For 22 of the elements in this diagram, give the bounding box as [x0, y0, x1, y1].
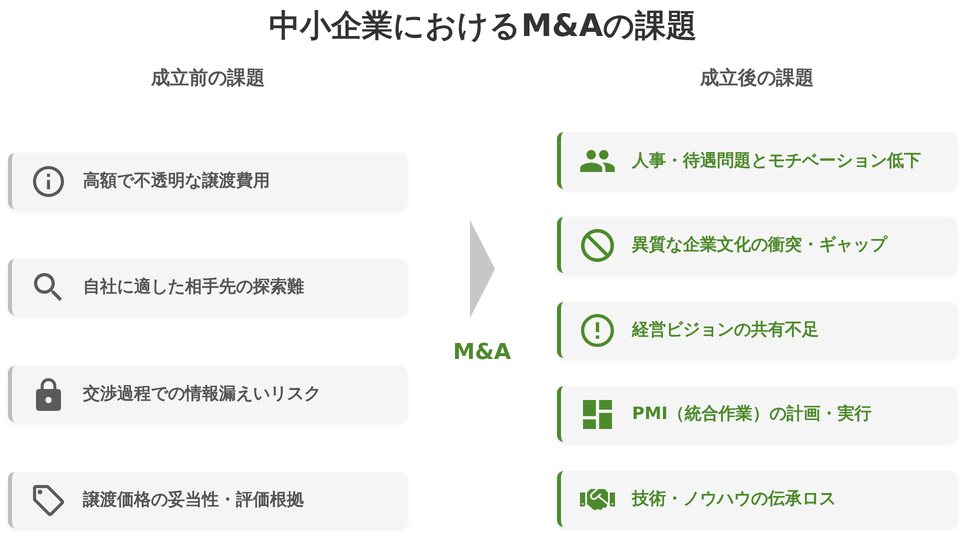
card-text: PMI（統合作業）の計画・実行 — [632, 403, 872, 426]
card-text: 高額で不透明な譲渡費用 — [83, 170, 270, 193]
issue-card — [8, 153, 407, 209]
column-heading: 成立後の課題 — [700, 66, 814, 91]
card-text: 経営ビジョンの共有不足 — [632, 319, 819, 342]
card-text: 譲渡価格の妥当性・評価根拠 — [83, 489, 304, 512]
title: 中小企業におけるM&Aの課題 — [269, 7, 697, 46]
card-text: 自社に適した相手先の探索難 — [83, 276, 304, 299]
issue-card — [8, 366, 407, 422]
issue-card — [557, 471, 957, 527]
card-text: 技術・ノウハウの伝承ロス — [632, 488, 836, 511]
card-text: 交渉過程での情報漏えいリスク — [83, 383, 321, 406]
card-text: 異質な企業文化の衝突・ギャップ — [632, 234, 887, 257]
issue-card — [557, 132, 957, 189]
card-text: 人事・待遇問題とモチベーション低下 — [632, 150, 921, 172]
column-heading: 成立前の課題 — [151, 66, 265, 91]
issue-card — [8, 472, 407, 528]
issue-card — [8, 259, 407, 315]
issue-card — [557, 386, 957, 442]
issue-card — [557, 217, 957, 273]
stage-label: M&A — [452, 339, 512, 367]
issue-card — [557, 302, 957, 358]
